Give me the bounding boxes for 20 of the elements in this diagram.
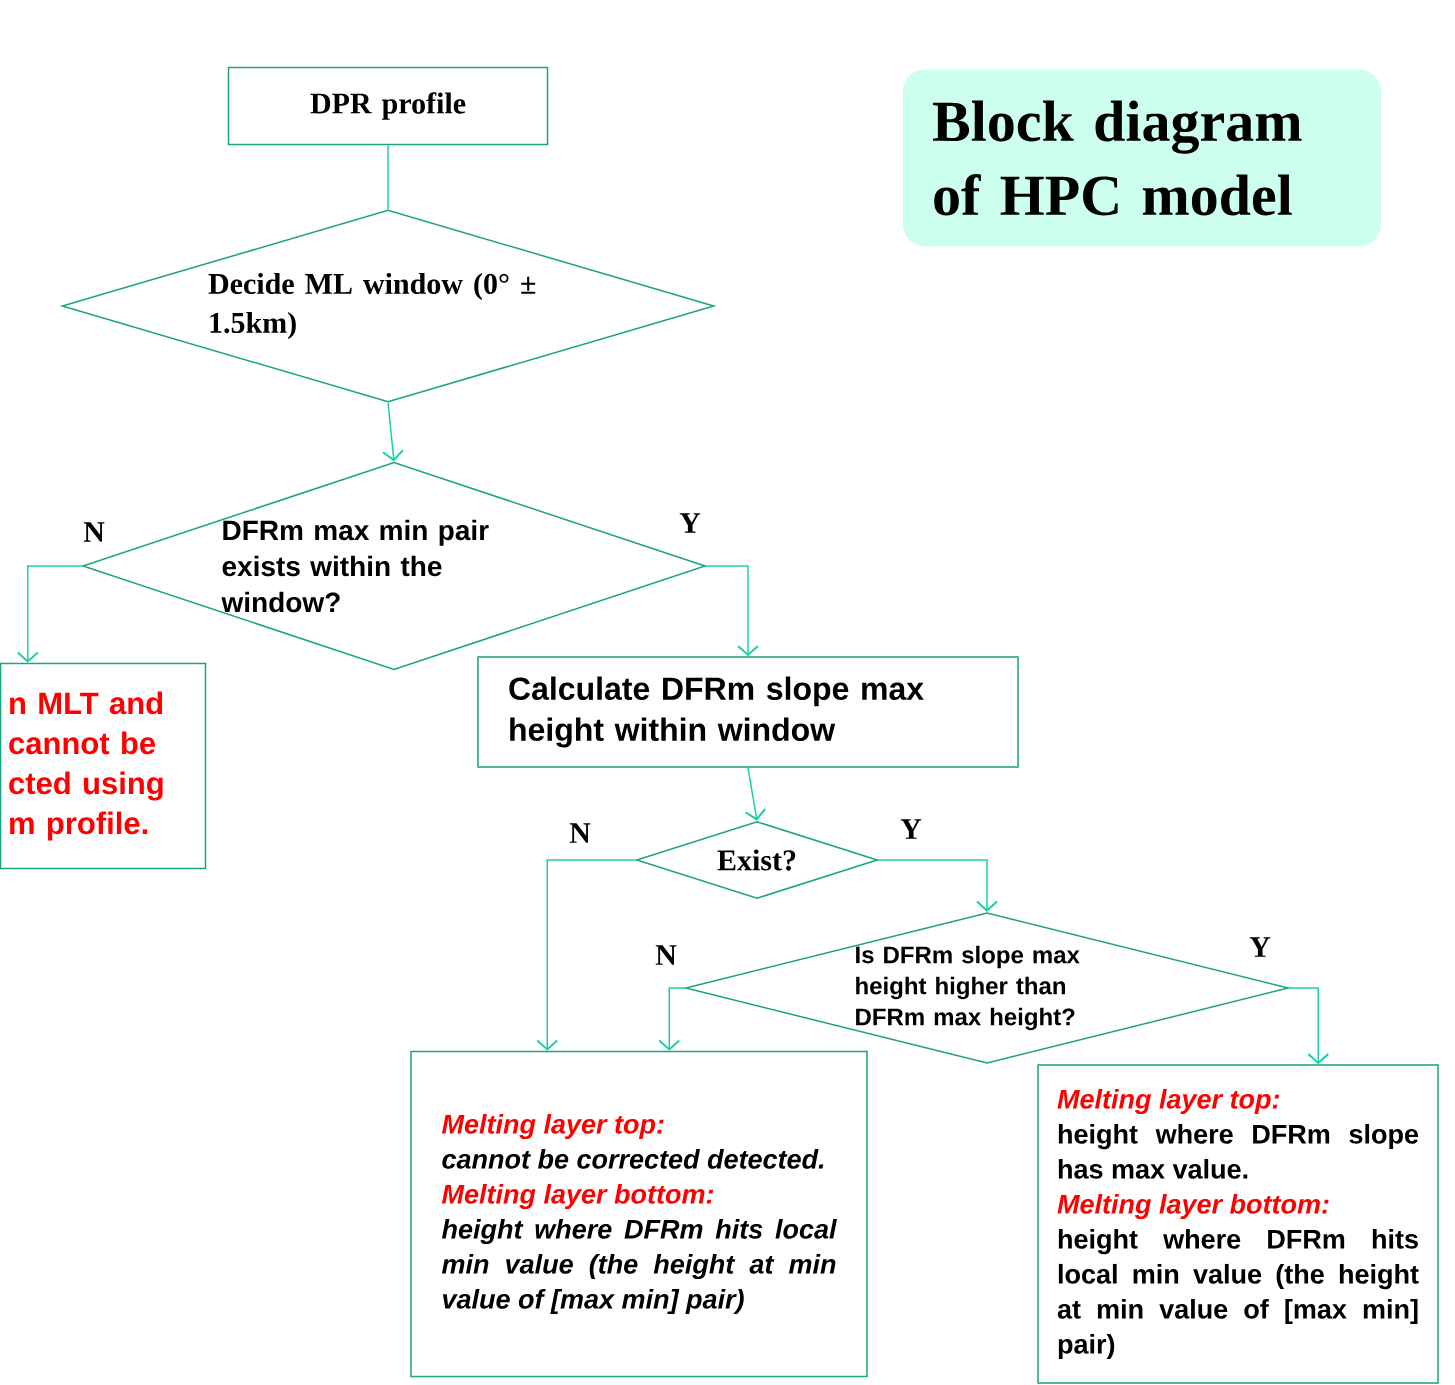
- edge-label: Y: [679, 513, 701, 533]
- arrow: [382, 402, 404, 462]
- input-box: DPR profile: [227, 66, 549, 146]
- arrow: [16, 565, 83, 663]
- edge-label: N: [83, 522, 105, 542]
- arrow: [536, 859, 637, 1051]
- arrow: [1288, 987, 1330, 1065]
- note-box: n MLT and cannot be cted using m profile.: [0, 662, 207, 870]
- arrow: [877, 859, 998, 912]
- arrow: [658, 987, 686, 1051]
- arrow: [744, 767, 767, 821]
- process-box: Calculate DFRm slope max height within window: [477, 656, 1019, 768]
- edge-label: N: [655, 945, 677, 965]
- result-box: Melting layer top: height where DFRm slope has max value. Melting layer bottom: height where DFRm hits local min value (the height at min value of [max min] pair): [1037, 1064, 1439, 1384]
- edge-label: N: [569, 823, 591, 843]
- arrow: [705, 565, 759, 657]
- title-box: Block diagram of HPC model: [903, 69, 1381, 247]
- edge-label: Y: [900, 819, 922, 839]
- edge-label: Y: [1249, 937, 1271, 957]
- result-box: Melting layer top: cannot be corrected detected. Melting layer bottom: height where DFRm hits local min value (the height at min value of [max min] pair): [410, 1050, 868, 1378]
